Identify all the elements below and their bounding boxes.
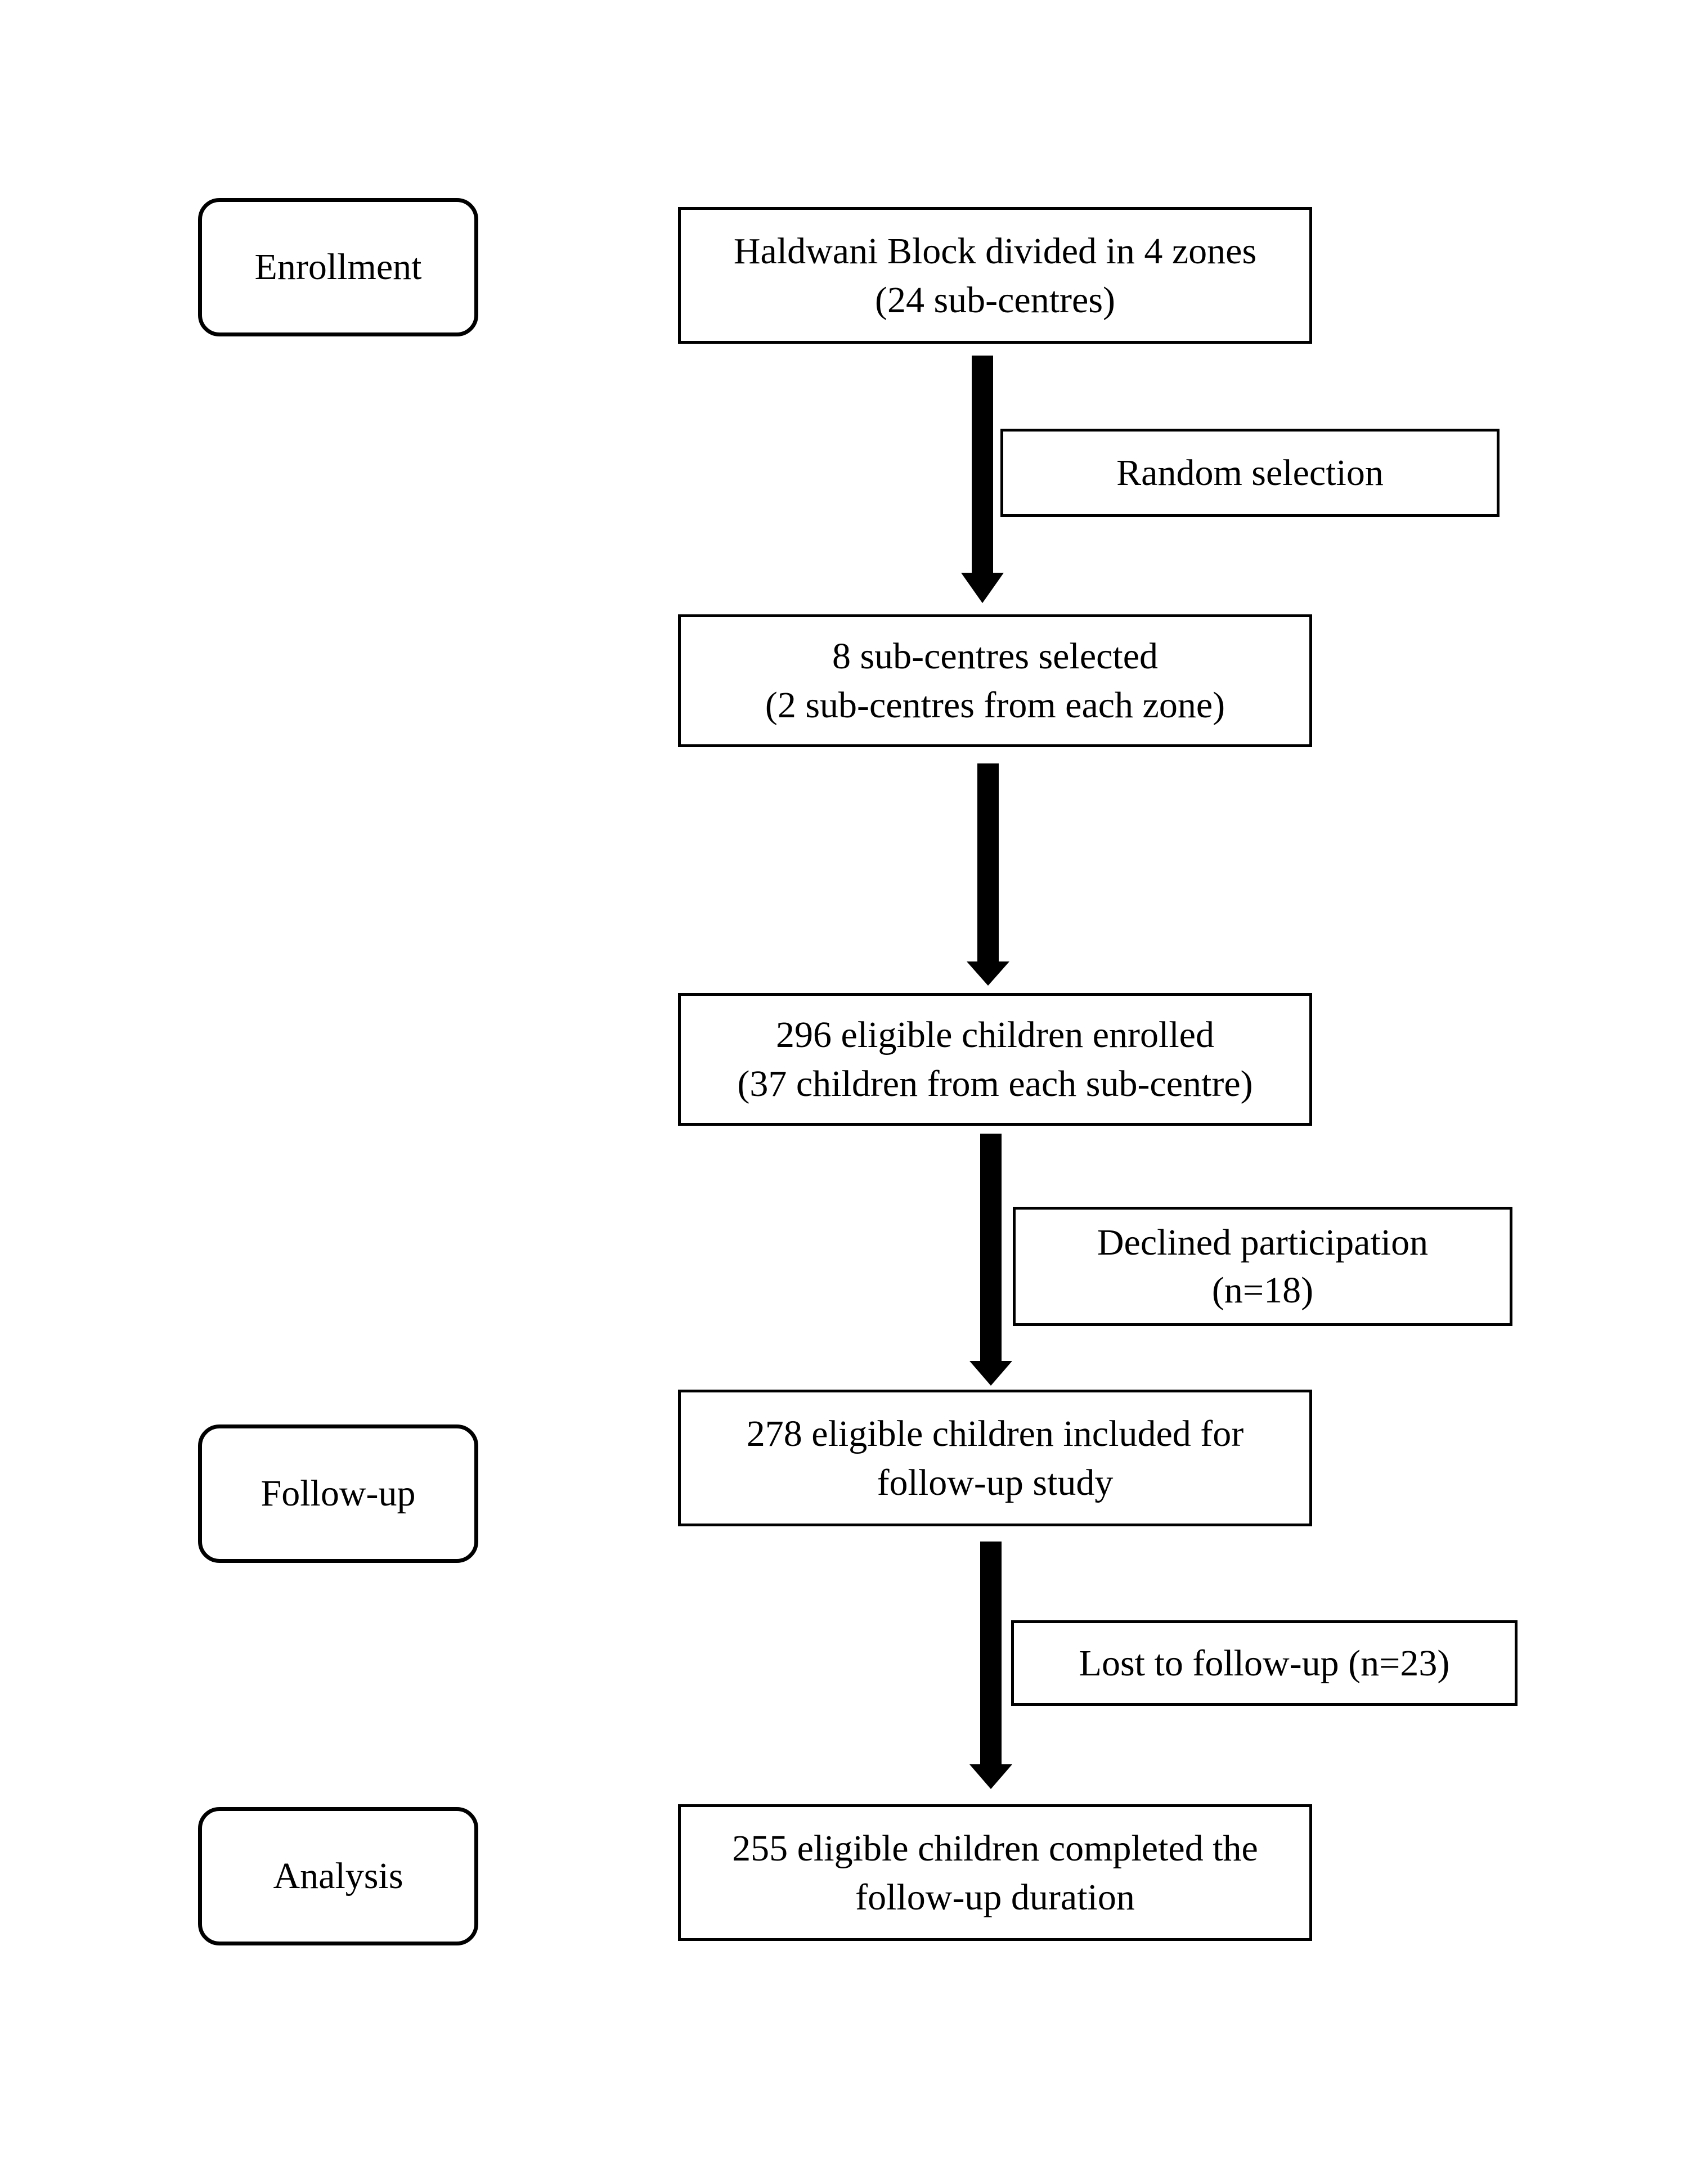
side-box-random-selection: Random selection: [1000, 429, 1500, 517]
stage-analysis: Analysis: [198, 1807, 478, 1945]
arrow-4-shaft: [980, 1542, 1002, 1767]
flow-enrolled-line1: 296 eligible children enrolled: [776, 1014, 1214, 1055]
flow-block-line2: (24 sub-centres): [874, 279, 1115, 321]
arrow-1-shaft: [972, 356, 993, 575]
stage-enrollment: Enrollment: [198, 198, 478, 336]
flow-completed-line1: 255 eligible children completed the: [732, 1827, 1258, 1869]
arrow-4-head: [969, 1764, 1012, 1789]
arrow-3-shaft: [980, 1134, 1002, 1363]
flow-selected-line2: (2 sub-centres from each zone): [765, 685, 1225, 726]
flow-box-selected: 8 sub-centres selected (2 sub-centres fr…: [678, 614, 1312, 747]
side-declined-line1: Declined participation: [1097, 1222, 1429, 1263]
flow-block-line1: Haldwani Block divided in 4 zones: [733, 230, 1257, 272]
flow-included-line2: follow-up study: [877, 1462, 1114, 1503]
flow-enrolled-line2: (37 children from each sub-centre): [737, 1063, 1253, 1104]
arrow-2-shaft: [977, 763, 999, 964]
stage-follow-up: Follow-up: [198, 1424, 478, 1563]
stage-enrollment-label: Enrollment: [254, 246, 422, 288]
stage-follow-up-label: Follow-up: [261, 1473, 416, 1515]
flow-box-block: Haldwani Block divided in 4 zones (24 su…: [678, 207, 1312, 344]
arrow-3-head: [969, 1361, 1012, 1386]
flow-box-enrolled: 296 eligible children enrolled (37 child…: [678, 993, 1312, 1126]
side-box-lost: Lost to follow-up (n=23): [1011, 1620, 1518, 1706]
flow-included-line1: 278 eligible children included for: [746, 1413, 1244, 1454]
stage-analysis-label: Analysis: [273, 1855, 403, 1897]
arrow-2-head: [967, 961, 1009, 986]
arrow-1-head: [961, 573, 1004, 603]
flow-completed-line2: follow-up duration: [855, 1876, 1135, 1918]
flow-selected-line1: 8 sub-centres selected: [832, 636, 1159, 677]
side-lost-line1: Lost to follow-up (n=23): [1079, 1642, 1450, 1684]
side-random-line1: Random selection: [1116, 452, 1384, 493]
flow-box-completed: 255 eligible children completed the foll…: [678, 1804, 1312, 1941]
side-declined-line2: (n=18): [1211, 1270, 1314, 1311]
side-box-declined: Declined participation (n=18): [1013, 1207, 1512, 1326]
flow-box-included: 278 eligible children included for follo…: [678, 1390, 1312, 1526]
